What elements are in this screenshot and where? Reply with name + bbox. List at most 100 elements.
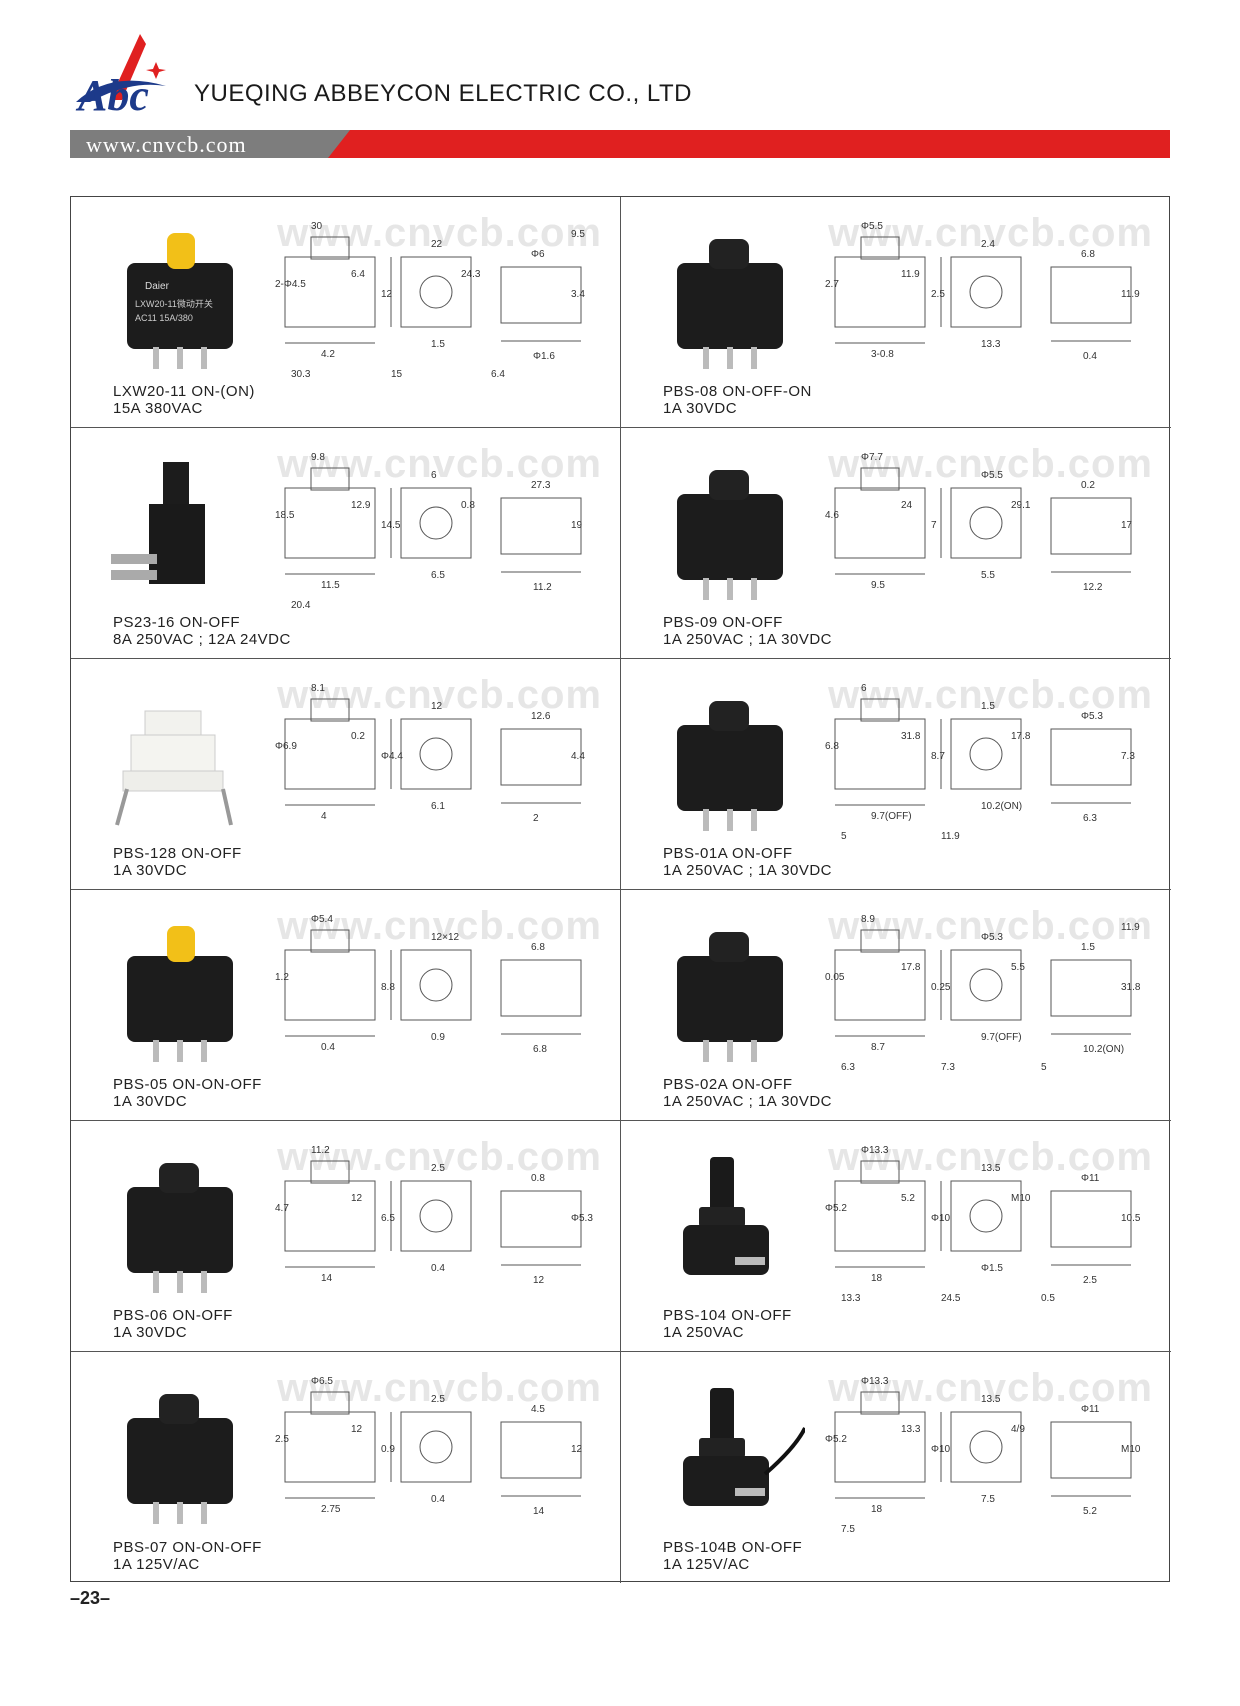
website-url[interactable]: www.cnvcb.com (86, 132, 247, 157)
dimension-label: 11.2 (533, 582, 552, 593)
dimension-label: 3.4 (571, 289, 585, 300)
dimension-label: 13.5 (981, 1163, 1001, 1174)
dimension-label: 1.5 (981, 701, 995, 712)
dimension-label: 1.5 (431, 339, 445, 350)
dimension-label: 4.4 (571, 751, 585, 762)
dimension-label: 7.5 (841, 1524, 855, 1535)
dimension-label: Φ10 (931, 1213, 951, 1224)
product-rating: 1A 250VAC ; 1A 30VDC (663, 1093, 832, 1110)
product-photo (127, 1163, 233, 1293)
dimension-label: 0.4 (1083, 351, 1097, 362)
dimension-label: 0.8 (531, 1173, 545, 1184)
watermark: www.cnvcb.com (828, 211, 1153, 255)
svg-text:LXW20-11微动开关: LXW20-11微动开关 (135, 298, 213, 309)
dimension-label: 8.8 (381, 982, 395, 993)
dimension-label: 9.8 (311, 452, 325, 463)
watermark: www.cnvcb.com (828, 1135, 1153, 1179)
dimension-label: 2.4 (981, 239, 995, 250)
dimension-label: 12 (351, 1193, 363, 1204)
dimension-label: Φ13.3 (861, 1376, 889, 1387)
watermark: www.cnvcb.com (277, 1366, 602, 1410)
dimension-label: 2.75 (321, 1504, 341, 1515)
watermark: www.cnvcb.com (828, 904, 1153, 948)
dimension-label: 6.4 (351, 269, 365, 280)
product-rating: 1A 250VAC ; 1A 30VDC (663, 631, 832, 648)
dimension-label: 4/9 (1011, 1424, 1025, 1435)
dimension-label: 6.3 (1083, 813, 1097, 824)
company-logo: Abc (75, 34, 166, 120)
product-rating: 15A 380VAC (113, 400, 203, 417)
dimension-label: 2.5 (931, 289, 945, 300)
page-header: Abc YUEQING ABBEYCON ELECTRIC CO., LTD (70, 30, 1170, 120)
dimension-label: 17.8 (901, 962, 921, 973)
dimension-label: 30 (311, 221, 323, 232)
dimension-label: 14 (533, 1506, 545, 1517)
dimension-label: Φ1.6 (533, 351, 555, 362)
dimension-label: 8.7 (871, 1042, 885, 1053)
dimension-label: 0.5 (1041, 1293, 1055, 1304)
dimension-label: 12 (431, 701, 443, 712)
dimension-label: 17.8 (1011, 731, 1031, 742)
dimension-label: 18 (871, 1504, 883, 1515)
dimension-label: 11.2 (311, 1145, 330, 1156)
dimension-label: M10 (1011, 1193, 1031, 1204)
dimension-label: 4.5 (531, 1404, 545, 1415)
dimension-label: 6.8 (1081, 249, 1095, 260)
product-photo (115, 710, 233, 826)
dimension-label: 8.9 (861, 914, 875, 925)
dimension-label: 0.2 (1081, 480, 1095, 491)
dimension-label: Φ5.4 (311, 914, 333, 925)
dimension-label: 0.8 (461, 500, 475, 511)
dimension-label: 6.5 (381, 1213, 395, 1224)
product-rating: 1A 30VDC (663, 400, 738, 417)
dimension-label: 30.3 (291, 369, 311, 380)
dimension-label: 1.5 (1081, 942, 1095, 953)
dimension-label: 3-0.8 (871, 349, 894, 360)
dimension-label: 2.7 (825, 279, 839, 290)
dimension-label: 4.6 (825, 510, 839, 521)
product-rating: 1A 30VDC (113, 862, 188, 879)
dimension-label: Φ7.7 (861, 452, 883, 463)
dimension-label: 18 (871, 1273, 883, 1284)
dimension-label: 24 (901, 500, 913, 511)
dimension-label: Φ6.9 (275, 741, 297, 752)
dimension-label: 5.2 (901, 1193, 915, 1204)
dimension-drawing: 8.9Φ5.31.50.050.258.79.7(OFF)10.2(ON)31.… (825, 914, 1141, 1073)
dimension-label: 7 (931, 520, 937, 531)
product-rating: 1A 125V/AC (113, 1556, 200, 1573)
dimension-label: 18.5 (275, 510, 295, 521)
dimension-label: Φ5.3 (1081, 711, 1103, 722)
dimension-label: 24.3 (461, 269, 481, 280)
dimension-label: 2.5 (275, 1434, 289, 1445)
dimension-label: M10 (1121, 1444, 1141, 1455)
dimension-label: 5.2 (1083, 1506, 1097, 1517)
dimension-label: 6.1 (431, 801, 445, 812)
product-model: PBS-02A ON-OFF (663, 1076, 793, 1093)
dimension-label: 11.9 (901, 269, 920, 280)
watermark: www.cnvcb.com (277, 1135, 602, 1179)
dimension-label: 2.5 (431, 1394, 445, 1405)
dimension-label: 14.5 (381, 520, 401, 531)
dimension-label: 9.5 (871, 580, 885, 591)
watermark: www.cnvcb.com (277, 673, 602, 717)
dimension-label: 17 (1121, 520, 1133, 531)
product-photo (683, 1157, 769, 1275)
